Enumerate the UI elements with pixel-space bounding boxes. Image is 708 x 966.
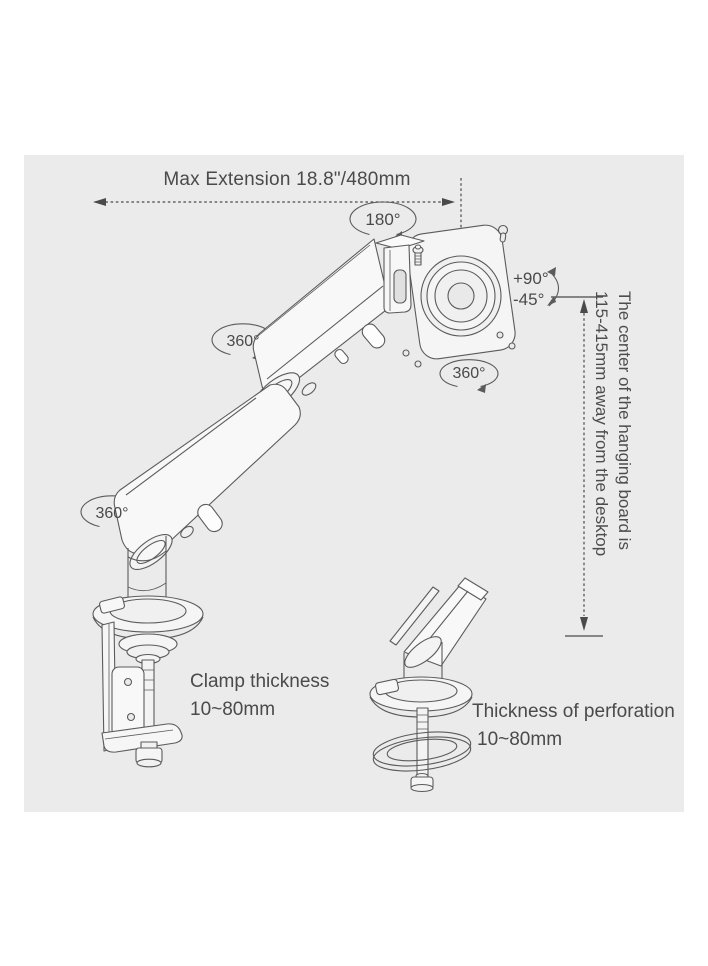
tilt-range-label: +90° -45° — [513, 268, 549, 310]
clamp-thickness-value: 10~80mm — [190, 699, 276, 720]
rotate-360-base-label: 360° — [95, 505, 129, 522]
grommet-knob — [410, 772, 434, 793]
clamp-thickness-label: Clamp thickness — [190, 671, 330, 692]
height-range-note-line1: The center of the hanging board is — [615, 291, 634, 550]
grommet-mount — [369, 577, 489, 793]
vesa-screw-holes — [402, 331, 516, 368]
rotation-arc-360-plate — [439, 359, 499, 393]
rotate-360-plate-label: 360° — [452, 365, 486, 382]
perforation-caption: Thickness of perforation 10~80mm — [472, 698, 675, 754]
rotate-360-arm-label: 360° — [226, 333, 260, 350]
grommet-ring — [372, 731, 472, 772]
swivel-180-label: 180° — [365, 210, 401, 229]
tilt-up-label: +90° — [513, 269, 549, 288]
max-extension-dimension-line — [93, 178, 462, 247]
desk-clamp — [101, 621, 183, 768]
pole-and-base — [92, 536, 204, 665]
tilt-down-label: -45° — [513, 290, 545, 309]
diagram-panel: Max Extension 18.8"/480mm 180° +90° -45°… — [24, 155, 684, 812]
vesa-keyhole — [497, 224, 509, 243]
monitor-arm-line-drawing — [80, 178, 603, 793]
height-range-note-line2: 115-415mm away from the desktop — [592, 291, 611, 557]
clamp-thickness-caption: Clamp thickness 10~80mm — [190, 668, 329, 724]
mount-bracket — [375, 234, 425, 314]
tilt-arc — [547, 267, 560, 307]
height-range-note: The center of the hanging board is 115-4… — [590, 291, 636, 631]
lower-arm — [113, 383, 301, 570]
max-extension-label: Max Extension 18.8"/480mm — [163, 169, 411, 190]
perforation-label: Thickness of perforation — [472, 701, 675, 722]
vesa-plate — [402, 224, 516, 368]
bracket-screw — [412, 244, 424, 266]
clamp-knob — [135, 741, 163, 768]
height-dimension-line — [551, 296, 603, 637]
perforation-value: 10~80mm — [477, 729, 563, 750]
